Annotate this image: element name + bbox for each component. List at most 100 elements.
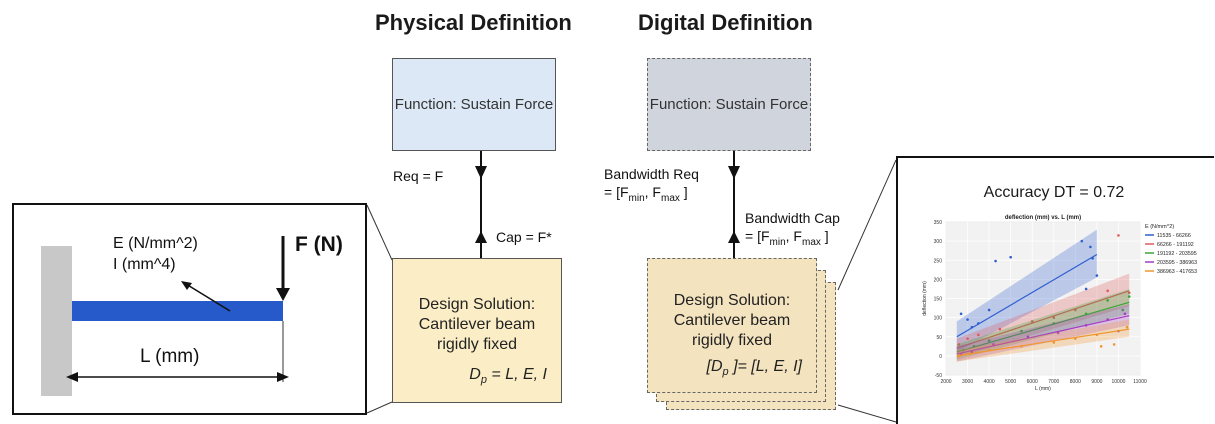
x-tick-label: 5000 bbox=[1005, 379, 1016, 385]
x-tick-label: 6000 bbox=[1027, 379, 1038, 385]
data-point bbox=[970, 325, 974, 329]
inertia-label: I (mm^4) bbox=[113, 256, 176, 273]
data-point bbox=[987, 339, 991, 342]
length-label: L (mm) bbox=[140, 346, 200, 367]
legend-entry: 11535 - 66266 bbox=[1157, 233, 1191, 239]
digital-function-box: Function: Sustain Force bbox=[647, 58, 811, 151]
digital-design-solution-box: Design Solution: Cantilever beam rigidly… bbox=[647, 258, 817, 393]
data-point bbox=[994, 259, 997, 263]
data-point bbox=[1106, 318, 1109, 321]
data-point bbox=[1074, 337, 1077, 340]
data-point bbox=[1052, 341, 1056, 344]
confidence-band bbox=[956, 288, 1130, 360]
y-axis-label: deflection (mm) bbox=[922, 281, 928, 316]
x-tick-label: 3000 bbox=[962, 379, 973, 385]
data-point bbox=[987, 348, 991, 352]
fit-line bbox=[956, 290, 1130, 349]
digital-definition-heading: Digital Definition bbox=[638, 10, 813, 35]
digital-design-line-3: rigidly fixed bbox=[691, 332, 773, 349]
data-point bbox=[998, 327, 1002, 331]
data-point bbox=[1020, 329, 1023, 333]
fit-line bbox=[956, 253, 1098, 338]
legend-entry: 203595 - 386963 bbox=[1157, 260, 1197, 266]
data-point bbox=[966, 318, 969, 321]
digital-design-line-2: Cantilever beam bbox=[673, 312, 791, 329]
design-line-2: Cantilever beam bbox=[418, 316, 536, 333]
bandwidth-cap-label: Bandwidth Cap = [Fmin, Fmax ] bbox=[745, 210, 840, 248]
x-axis-label: L (mm) bbox=[1035, 386, 1051, 392]
y-tick-label: 100 bbox=[934, 316, 943, 322]
x-tick-label: 11000 bbox=[1133, 379, 1147, 385]
fit-line bbox=[956, 315, 1130, 355]
y-tick-label: 50 bbox=[936, 335, 942, 341]
data-point bbox=[957, 354, 961, 358]
legend-entry: 66266 - 191192 bbox=[1157, 242, 1194, 248]
data-point bbox=[1095, 274, 1099, 277]
data-point bbox=[987, 308, 991, 312]
data-point bbox=[1084, 287, 1088, 291]
bandwidth-req-label: Bandwidth Req = [Fmin, Fmax ] bbox=[604, 166, 699, 204]
physical-function-box: Function: Sustain Force bbox=[392, 58, 556, 151]
force-arrow bbox=[276, 288, 290, 301]
legend-entry: 386963 - 417653 bbox=[1157, 269, 1197, 275]
x-tick-label: 7000 bbox=[1048, 379, 1059, 385]
data-point bbox=[1121, 308, 1125, 312]
data-point bbox=[1117, 234, 1120, 237]
data-point bbox=[1052, 316, 1056, 319]
y-tick-label: 150 bbox=[934, 297, 943, 303]
data-point bbox=[1099, 345, 1103, 348]
data-point bbox=[1106, 299, 1109, 302]
y-tick-label: 350 bbox=[934, 220, 943, 226]
design-line-1: Design Solution: bbox=[418, 296, 536, 313]
data-point bbox=[1080, 239, 1084, 243]
data-point bbox=[1020, 345, 1023, 348]
data-point bbox=[977, 333, 980, 337]
y-tick-label: -50 bbox=[935, 373, 942, 379]
data-point bbox=[959, 312, 963, 316]
data-point bbox=[992, 343, 995, 346]
accuracy-title: Accuracy DT = 0.72 bbox=[983, 184, 1125, 201]
confidence-band bbox=[956, 273, 1130, 358]
data-point bbox=[1091, 257, 1094, 260]
x-tick-label: 8000 bbox=[1070, 379, 1081, 385]
x-tick-label: 9000 bbox=[1091, 379, 1102, 385]
data-point bbox=[1030, 320, 1034, 323]
data-point bbox=[966, 337, 969, 340]
data-point bbox=[957, 343, 961, 346]
confidence-band bbox=[956, 304, 1130, 362]
data-point bbox=[1125, 325, 1129, 329]
data-point bbox=[1056, 331, 1060, 335]
data-point bbox=[1112, 343, 1116, 346]
fit-line bbox=[956, 301, 1130, 353]
data-point bbox=[1127, 291, 1131, 295]
design-line-3: rigidly fixed bbox=[436, 336, 518, 353]
y-tick-label: 300 bbox=[934, 239, 943, 245]
x-tick-label: 4000 bbox=[984, 379, 995, 385]
data-point bbox=[970, 350, 974, 354]
data-point bbox=[1009, 255, 1012, 259]
y-tick-label: 0 bbox=[939, 354, 942, 360]
data-point bbox=[1095, 333, 1099, 337]
beam-body bbox=[72, 301, 283, 321]
physical-design-solution-box: Design Solution: Cantilever beam rigidly… bbox=[392, 258, 562, 403]
data-point bbox=[977, 322, 980, 325]
modulus-label: E (N/mm^2) bbox=[113, 235, 198, 252]
data-point bbox=[1074, 308, 1077, 312]
fixed-wall bbox=[41, 246, 72, 396]
legend-title: E (N/mm^2) bbox=[1145, 224, 1174, 230]
digital-design-formula: [Dp ]= [L, E, I] bbox=[706, 357, 803, 378]
y-tick-label: 200 bbox=[934, 277, 943, 283]
y-tick-label: 250 bbox=[934, 258, 943, 264]
data-point bbox=[968, 352, 972, 356]
x-tick-label: 10000 bbox=[1111, 379, 1125, 385]
x-tick-label: 2000 bbox=[940, 379, 951, 385]
data-point bbox=[1052, 322, 1056, 325]
chart-title: deflection (mm) vs. L (mm) bbox=[1005, 215, 1081, 221]
data-point bbox=[1123, 312, 1127, 316]
data-point bbox=[972, 345, 976, 348]
data-point bbox=[961, 348, 965, 352]
physical-design-formula: Dp = L, E, I bbox=[469, 365, 547, 386]
